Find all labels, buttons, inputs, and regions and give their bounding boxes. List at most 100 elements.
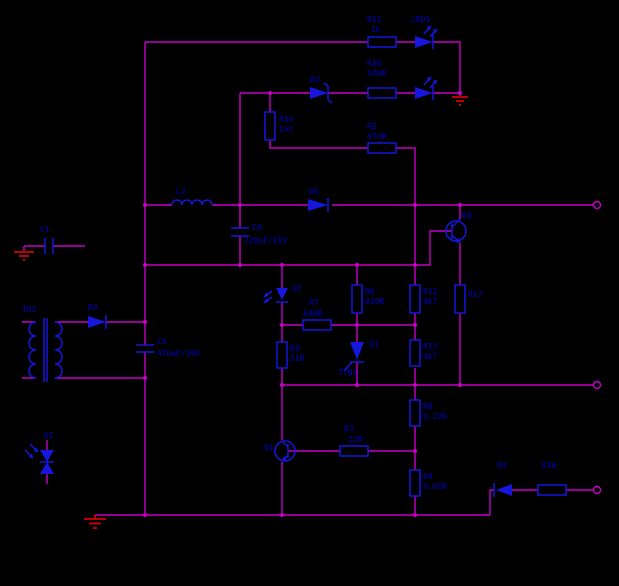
- label: Q4: [462, 211, 472, 220]
- label: R15: [279, 115, 294, 124]
- output-terminal-1: [592, 200, 602, 210]
- transistor-body: [274, 440, 296, 462]
- diode-symbol: [310, 87, 328, 99]
- wire-path: [22, 41, 593, 516]
- label: R5: [367, 122, 377, 131]
- secondary-coil: [54, 321, 63, 379]
- label: R16: [367, 59, 382, 68]
- label: R3: [344, 424, 354, 433]
- resistor-r7: R7 100R: [302, 298, 332, 331]
- thyristor-d1: D1 TYN1: [338, 340, 379, 377]
- arrow-head: [33, 447, 38, 452]
- resistor-r5: R5 470R: [367, 122, 397, 154]
- label: R6: [365, 287, 375, 296]
- transistor-q1: Q1: [264, 440, 296, 462]
- arrow-head: [426, 26, 431, 31]
- capacitor-c1: C1: [40, 225, 54, 254]
- arrow-head: [264, 292, 269, 297]
- arrow-head: [28, 453, 33, 458]
- ground-icon: [14, 251, 34, 261]
- diode-d3: D3: [493, 461, 512, 497]
- arrow-head: [432, 29, 437, 34]
- label: R4: [423, 472, 433, 481]
- label: U2: [292, 284, 302, 293]
- value: 4k7: [423, 297, 438, 306]
- resistor-body: [351, 284, 363, 314]
- transformer-tr1: TR1: [22, 305, 63, 382]
- primary-coil: [28, 321, 37, 379]
- diode-d2: D2: [310, 75, 333, 104]
- thyristor-symbol: [350, 342, 364, 360]
- transistor-body: [445, 220, 467, 242]
- value: 51R: [290, 354, 305, 363]
- label: R12: [423, 287, 438, 296]
- zener-bar: [323, 82, 333, 104]
- resistor-r17: R17: [454, 284, 483, 314]
- label: C1: [40, 225, 50, 234]
- led1: LED1: [411, 15, 438, 49]
- arrow-head: [432, 80, 437, 85]
- label: Q1: [264, 443, 274, 452]
- resistor-r15: R15 1k2: [264, 111, 294, 141]
- label: R9: [290, 344, 300, 353]
- label: R8: [423, 402, 433, 411]
- capacitor-c6: C6 220uF/16V: [231, 223, 288, 245]
- label: R11: [367, 15, 382, 24]
- ground-icon: [452, 96, 468, 106]
- label: D3: [497, 461, 507, 470]
- optocoupler-u2: U2: [263, 284, 302, 304]
- coil: [171, 199, 213, 206]
- resistor-body: [367, 36, 397, 48]
- resistor-body: [409, 399, 421, 427]
- label: U1: [44, 431, 54, 440]
- diode-symbol: [496, 484, 512, 496]
- value: 1k: [371, 25, 381, 34]
- arrow-head: [264, 298, 269, 303]
- diode-symbol: [308, 199, 328, 211]
- emitter-arrow: [455, 238, 460, 243]
- resistor-body: [367, 142, 397, 154]
- label: TR1: [22, 305, 37, 314]
- label: C6: [252, 223, 262, 232]
- value: TYN1: [338, 368, 357, 377]
- label: R10: [542, 461, 557, 470]
- junction-dots: [142, 90, 463, 518]
- thyristor-bar: [343, 361, 364, 372]
- label: D2: [310, 75, 320, 84]
- value: 470R: [367, 69, 386, 78]
- cap-plates: [44, 238, 54, 254]
- resistor-r3: R3 22R: [339, 424, 369, 457]
- ground-symbol-main: [84, 515, 106, 529]
- resistor-body: [454, 284, 466, 314]
- resistor-body: [537, 484, 567, 496]
- output-terminal-2: [592, 380, 602, 390]
- resistor-body: [409, 339, 421, 367]
- value: 470uF/16V: [157, 349, 201, 358]
- value: 4k7: [423, 352, 438, 361]
- value: 220uF/16V: [244, 236, 288, 245]
- resistor-body: [276, 341, 288, 369]
- value: 470R: [367, 132, 386, 141]
- value: 810R: [365, 297, 384, 306]
- value: 1k2: [279, 125, 294, 134]
- resistor-body: [339, 445, 369, 457]
- value: 0.82R: [423, 482, 447, 491]
- resistor-r12: R12 4k7: [409, 284, 438, 314]
- value: 22R: [348, 435, 363, 444]
- diode-d5: D5: [308, 187, 329, 212]
- diode-symbol: [415, 36, 433, 48]
- transistor-q4: Q4: [445, 211, 472, 244]
- resistor-body: [302, 319, 332, 331]
- resistor-r13: R13 4k7: [409, 339, 438, 367]
- diode-d4: D4: [88, 303, 107, 329]
- resistor-body: [264, 111, 276, 141]
- cap-plates: [136, 344, 154, 353]
- resistor-r9: R9 51R: [276, 341, 305, 369]
- resistor-r8: R8 0.22R: [409, 399, 447, 427]
- emitter-arrow: [282, 456, 287, 461]
- resistor-body: [409, 469, 421, 497]
- resistor-r6: R6 810R: [351, 284, 384, 314]
- output-terminal-3: [592, 485, 602, 495]
- core: [43, 318, 48, 382]
